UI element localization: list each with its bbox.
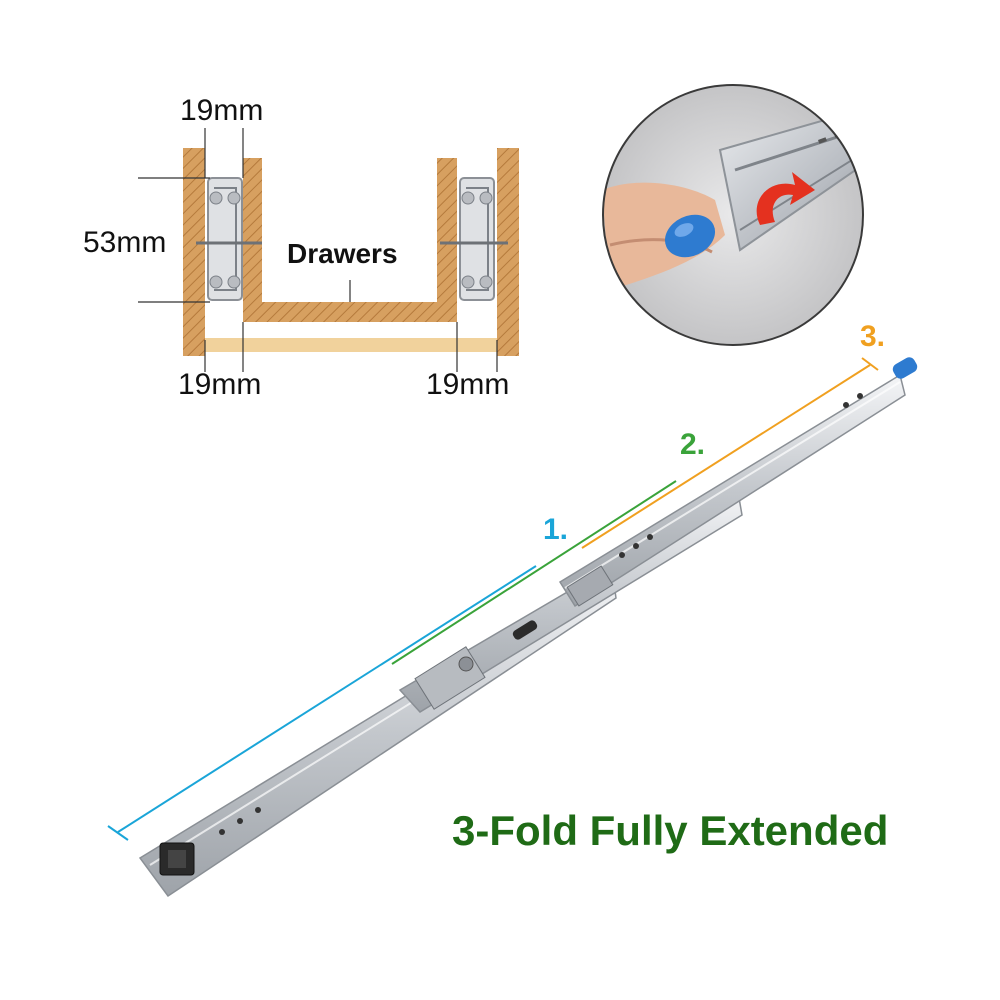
caption-text: 3-Fold Fully Extended bbox=[452, 807, 889, 854]
extension-measure-lines bbox=[107, 357, 879, 841]
drawers-label: Drawers bbox=[287, 238, 398, 269]
cabinet-bottom-panel bbox=[205, 338, 497, 352]
dimension-lines bbox=[138, 128, 498, 372]
dimension-bottom-left: 19mm bbox=[178, 368, 262, 401]
blue-lever-tip bbox=[892, 357, 918, 379]
dimension-top: 19mm bbox=[180, 94, 264, 127]
segment-label-3: 3. bbox=[860, 320, 886, 353]
cabinet-wall-left bbox=[183, 148, 205, 356]
lever-closeup-inset bbox=[602, 84, 864, 346]
drawer-slide-rail bbox=[138, 357, 918, 898]
segment-1-line bbox=[117, 565, 537, 833]
rail-section-left bbox=[196, 177, 262, 301]
dimension-bottom-right: 19mm bbox=[426, 368, 510, 401]
dimension-side: 53mm bbox=[83, 226, 167, 259]
rotate-arrow-icon bbox=[756, 172, 815, 225]
segment-label-2: 2. bbox=[680, 428, 706, 461]
cabinet-wall-right bbox=[497, 148, 519, 356]
segment-3-line bbox=[581, 364, 871, 549]
rail-section-right bbox=[440, 177, 508, 301]
drawer-body bbox=[243, 158, 457, 322]
segment-label-1: 1. bbox=[543, 513, 569, 546]
segment-2-line bbox=[391, 480, 677, 665]
